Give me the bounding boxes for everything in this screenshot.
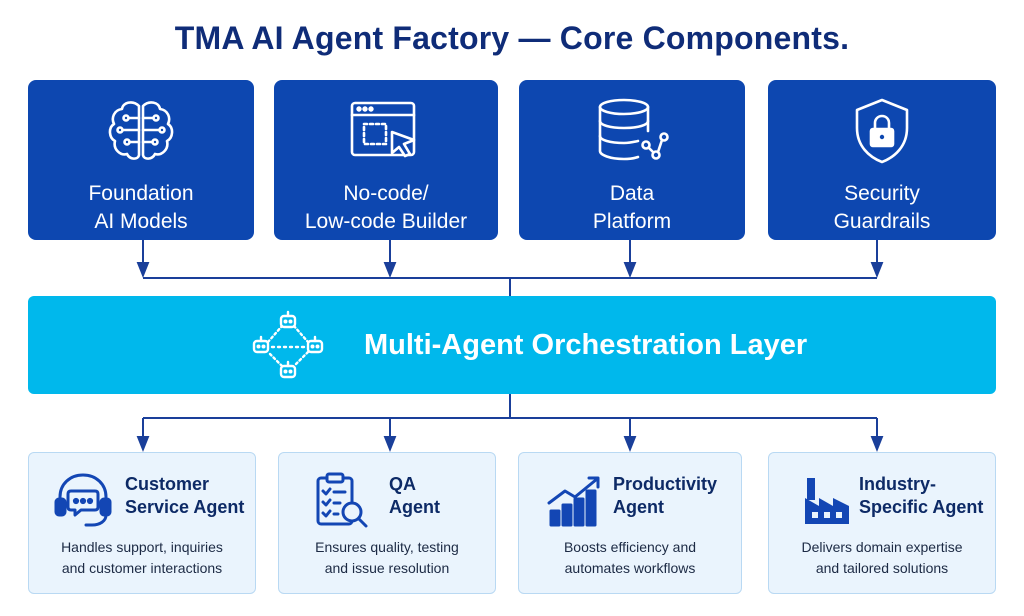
growth-chart-icon	[541, 467, 609, 535]
agent-title: Customer Service Agent	[125, 474, 245, 517]
component-card-foundation-models: Foundation AI Models	[28, 80, 254, 240]
database-nodes-icon	[594, 96, 670, 166]
shield-lock-icon	[844, 96, 920, 166]
headset-chat-icon	[49, 467, 117, 535]
orchestration-layer: Multi-Agent Orchestration Layer	[28, 296, 996, 394]
agent-card-customer-service: Customer Service Agent Handles support, …	[28, 452, 256, 594]
component-label: Security Guardrails	[833, 182, 931, 233]
agent-title: QA Agent	[389, 474, 440, 517]
brain-circuit-icon	[103, 96, 179, 166]
agent-title: Industry- Specific Agent	[859, 474, 984, 517]
agent-card-industry-specific: Industry- Specific Agent Delivers domain…	[768, 452, 996, 594]
agent-title: Productivity Agent	[613, 474, 718, 517]
component-label: Data Platform	[592, 182, 672, 233]
component-card-data-platform: Data Platform	[519, 80, 745, 240]
agent-description: Ensures quality, testing and issue resol…	[315, 539, 459, 576]
component-label: No-code/ Low-code Builder	[304, 182, 468, 233]
component-card-security: Security Guardrails	[768, 80, 996, 240]
checklist-magnifier-icon	[307, 467, 375, 535]
agent-network-icon	[246, 310, 330, 382]
agent-description: Handles support, inquiries and customer …	[61, 539, 223, 576]
factory-icon	[793, 467, 861, 535]
component-card-builder: No-code/ Low-code Builder	[274, 80, 498, 240]
component-label: Foundation AI Models	[88, 182, 194, 233]
agent-description: Boosts efficiency and automates workflow…	[563, 539, 697, 576]
builder-window-cursor-icon	[348, 96, 424, 166]
page-title: TMA AI Agent Factory — Core Components.	[174, 20, 850, 56]
agent-card-qa: QA Agent Ensures quality, testing and is…	[278, 452, 496, 594]
agent-description: Delivers domain expertise and tailored s…	[801, 539, 963, 576]
orchestration-label: Multi-Agent Orchestration Layer	[364, 329, 808, 361]
agent-card-productivity: Productivity Agent Boosts efficiency and…	[518, 452, 742, 594]
